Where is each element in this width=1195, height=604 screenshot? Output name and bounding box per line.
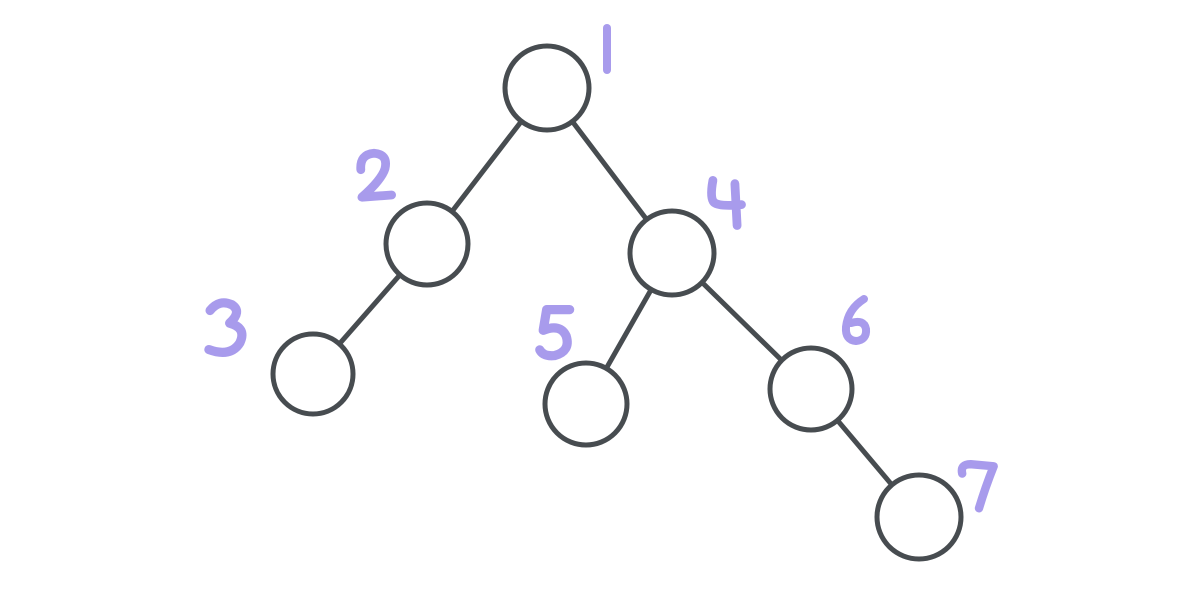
node-label-3 [204,298,247,357]
node-label-glyph-4 [707,176,746,230]
tree-node-3 [270,331,356,417]
nodes-layer [270,43,964,562]
edges-layer [310,85,922,520]
tree-node-1 [502,43,592,133]
node-label-glyph-7 [957,459,998,513]
node-label-glyph-5 [535,305,575,361]
node-label-6 [841,295,871,345]
node-label-glyph-6 [841,295,871,345]
node-label-4 [707,176,746,230]
tree-node-2 [383,200,471,288]
labels-layer [204,24,998,513]
node-label-5 [535,305,575,361]
node-label-glyph-3 [204,298,247,357]
tree-node-7 [874,472,964,562]
tree-node-5 [542,360,630,448]
tree-node-4 [627,208,717,298]
node-label-2 [356,148,397,202]
tree-node-6 [767,345,855,433]
node-label-7 [957,459,998,513]
node-label-glyph-2 [356,148,397,202]
